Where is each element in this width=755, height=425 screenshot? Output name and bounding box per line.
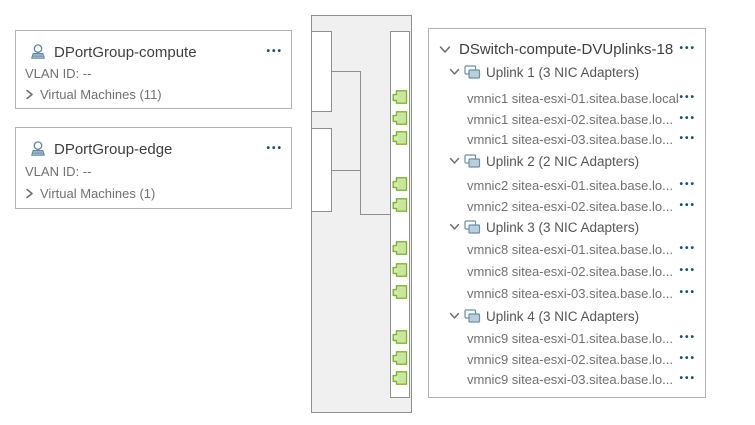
nic-row: vmnic2 sitea-esxi-01.sitea.base.lo... ••… <box>429 175 705 195</box>
nic-actions-menu[interactable]: ••• <box>679 200 696 211</box>
uplink-port-icon <box>392 111 408 125</box>
portgroup-actions-menu[interactable]: ••• <box>266 143 283 154</box>
portgroup-card-edge: DPortGroup-edge ••• VLAN ID: -- Virtual … <box>15 127 292 209</box>
uplink-row: Uplink 4 (3 NIC Adapters) <box>429 306 705 326</box>
portgroup-name: DPortGroup-compute <box>54 43 197 61</box>
nic-actions-menu[interactable]: ••• <box>679 243 696 254</box>
uplink-port-icon <box>392 90 408 104</box>
chevron-down-icon[interactable] <box>449 312 460 320</box>
virtual-machines-label: Virtual Machines (1) <box>40 186 156 201</box>
uplink-label: Uplink 2 (2 NIC Adapters) <box>486 153 640 169</box>
connector-line <box>332 170 361 171</box>
nic-actions-menu[interactable]: ••• <box>679 179 696 190</box>
nic-label: vmnic8 sitea-esxi-02.sitea.base.lo... <box>467 263 673 279</box>
uplink-port-icon <box>392 241 408 255</box>
dvuplinks-actions-menu[interactable]: ••• <box>679 43 696 54</box>
uplink-port-icon <box>392 177 408 191</box>
nic-actions-menu[interactable]: ••• <box>679 265 696 276</box>
uplink-port-icon <box>392 351 408 365</box>
uplink-row: Uplink 1 (3 NIC Adapters) <box>429 62 705 82</box>
chevron-right-icon <box>26 188 33 199</box>
chevron-down-icon[interactable] <box>449 157 460 165</box>
nic-row: vmnic8 sitea-esxi-02.sitea.base.lo... ••… <box>429 261 705 281</box>
portgroup-attach-slot <box>311 128 332 212</box>
nic-row: vmnic1 sitea-esxi-03.sitea.base.lo... ••… <box>429 129 705 149</box>
uplink-row: Uplink 3 (3 NIC Adapters) <box>429 217 705 237</box>
nic-actions-menu[interactable]: ••• <box>679 92 696 103</box>
portgroup-actions-menu[interactable]: ••• <box>266 46 283 57</box>
nic-row: vmnic9 sitea-esxi-01.sitea.base.lo... ••… <box>429 328 705 348</box>
nic-actions-menu[interactable]: ••• <box>679 113 696 124</box>
nic-row: vmnic1 sitea-esxi-01.sitea.base.local ••… <box>429 88 705 108</box>
uplink-portgroup-icon <box>464 153 481 168</box>
vlan-id-label: VLAN ID: -- <box>25 164 92 179</box>
uplink-portgroup-icon <box>464 219 481 234</box>
connector-line <box>332 71 361 72</box>
virtual-machines-expander[interactable]: Virtual Machines (1) <box>25 186 155 201</box>
portgroup-icon <box>29 140 47 158</box>
uplink-port-icon <box>392 285 408 299</box>
uplink-label: Uplink 3 (3 NIC Adapters) <box>486 219 640 235</box>
dvuplinks-header-row: DSwitch-compute-DVUplinks-18 ••• <box>429 39 705 59</box>
nic-label: vmnic9 sitea-esxi-02.sitea.base.lo... <box>467 351 673 367</box>
nic-actions-menu[interactable]: ••• <box>679 332 696 343</box>
uplink-port-icon <box>392 330 408 344</box>
nic-row: vmnic8 sitea-esxi-01.sitea.base.lo... ••… <box>429 239 705 259</box>
portgroup-name: DPortGroup-edge <box>54 140 173 158</box>
uplink-portgroup-icon <box>464 308 481 323</box>
nic-label: vmnic2 sitea-esxi-01.sitea.base.lo... <box>467 177 673 193</box>
virtual-machines-expander[interactable]: Virtual Machines (11) <box>25 87 162 102</box>
uplink-label: Uplink 4 (3 NIC Adapters) <box>486 308 640 324</box>
nic-actions-menu[interactable]: ••• <box>679 133 696 144</box>
chevron-down-icon[interactable] <box>449 68 460 76</box>
nic-label: vmnic8 sitea-esxi-01.sitea.base.lo... <box>467 241 673 257</box>
portgroup-icon <box>29 43 47 61</box>
nic-row: vmnic9 sitea-esxi-03.sitea.base.lo... ••… <box>429 369 705 389</box>
uplink-portgroup-icon <box>464 64 481 79</box>
nic-row: vmnic1 sitea-esxi-02.sitea.base.lo... ••… <box>429 109 705 129</box>
nic-row: vmnic8 sitea-esxi-03.sitea.base.lo... ••… <box>429 283 705 303</box>
nic-label: vmnic8 sitea-esxi-03.sitea.base.lo... <box>467 285 673 301</box>
uplink-port-icon <box>392 263 408 277</box>
nic-actions-menu[interactable]: ••• <box>679 287 696 298</box>
uplink-label: Uplink 1 (3 NIC Adapters) <box>486 64 640 80</box>
nic-row: vmnic2 sitea-esxi-02.sitea.base.lo... ••… <box>429 196 705 216</box>
connector-trunk-line <box>360 71 361 215</box>
nic-label: vmnic9 sitea-esxi-03.sitea.base.lo... <box>467 371 673 387</box>
uplink-port-icon <box>392 371 408 385</box>
nic-actions-menu[interactable]: ••• <box>679 373 696 384</box>
dvuplinks-panel: DSwitch-compute-DVUplinks-18 ••• Uplink … <box>428 28 706 398</box>
portgroup-card-compute: DPortGroup-compute ••• VLAN ID: -- Virtu… <box>15 30 292 109</box>
chevron-down-icon[interactable] <box>449 223 460 231</box>
nic-label: vmnic1 sitea-esxi-01.sitea.base.local <box>467 90 679 106</box>
nic-label: vmnic1 sitea-esxi-03.sitea.base.lo... <box>467 131 673 147</box>
dvuplinks-title: DSwitch-compute-DVUplinks-18 <box>459 40 674 58</box>
nic-label: vmnic9 sitea-esxi-01.sitea.base.lo... <box>467 330 673 346</box>
vlan-id-label: VLAN ID: -- <box>25 66 92 81</box>
uplink-port-icon <box>392 131 408 145</box>
connector-line <box>360 214 391 215</box>
nic-label: vmnic1 sitea-esxi-02.sitea.base.lo... <box>467 111 673 127</box>
chevron-down-icon[interactable] <box>439 45 451 54</box>
virtual-machines-label: Virtual Machines (11) <box>40 87 162 102</box>
nic-actions-menu[interactable]: ••• <box>679 353 696 364</box>
chevron-right-icon <box>26 89 33 100</box>
portgroup-attach-slot <box>311 31 332 112</box>
nic-row: vmnic9 sitea-esxi-02.sitea.base.lo... ••… <box>429 349 705 369</box>
uplink-row: Uplink 2 (2 NIC Adapters) <box>429 151 705 171</box>
uplink-port-icon <box>392 198 408 212</box>
nic-label: vmnic2 sitea-esxi-02.sitea.base.lo... <box>467 198 673 214</box>
